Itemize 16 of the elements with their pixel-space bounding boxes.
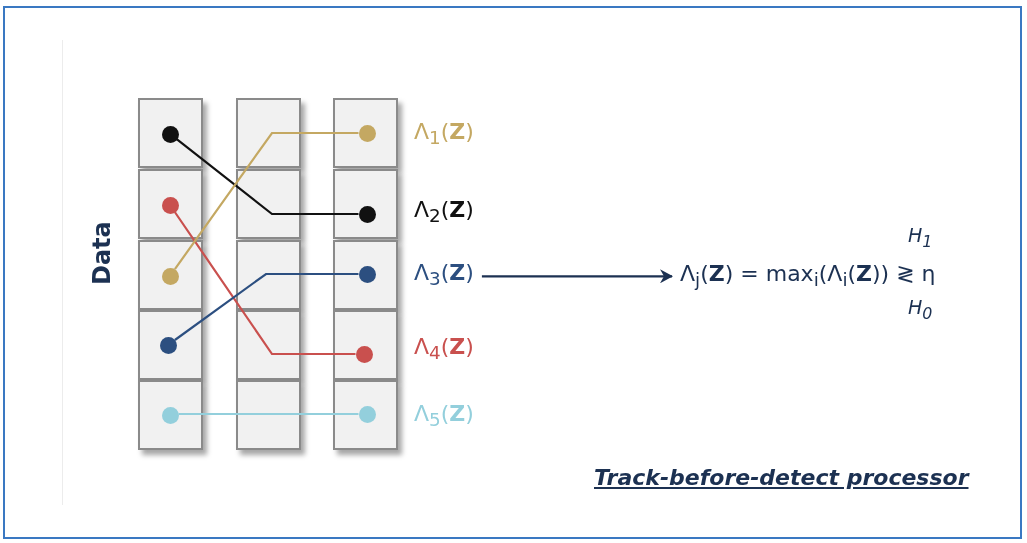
hypothesis-label: H$_{1}$ bbox=[908, 226, 933, 250]
track-score-label: Λ$_{3}$(Z) bbox=[414, 262, 474, 289]
track-line bbox=[174, 131, 359, 270]
hypothesis-label: H$_{0}$ bbox=[908, 298, 933, 322]
track-line bbox=[174, 272, 359, 341]
axis-label: Data bbox=[87, 225, 117, 285]
track-line bbox=[176, 138, 359, 216]
track-score-label: Λ$_{2}$(Z) bbox=[414, 199, 474, 226]
track-line bbox=[178, 412, 359, 416]
track-line bbox=[173, 211, 356, 356]
arrow bbox=[481, 269, 673, 284]
track-score-label: Λ$_{4}$(Z) bbox=[414, 336, 474, 363]
caption-title: Track-before-detect processor bbox=[594, 465, 969, 490]
track-score-label: Λ$_{5}$(Z) bbox=[414, 403, 474, 430]
track-score-label: Λ$_{1}$(Z) bbox=[414, 121, 474, 148]
decision-rule-equation: Λ$_{j}$(Z) = max$_{i}$(Λ$_{i}$(Z)) ≷ η bbox=[680, 262, 936, 291]
